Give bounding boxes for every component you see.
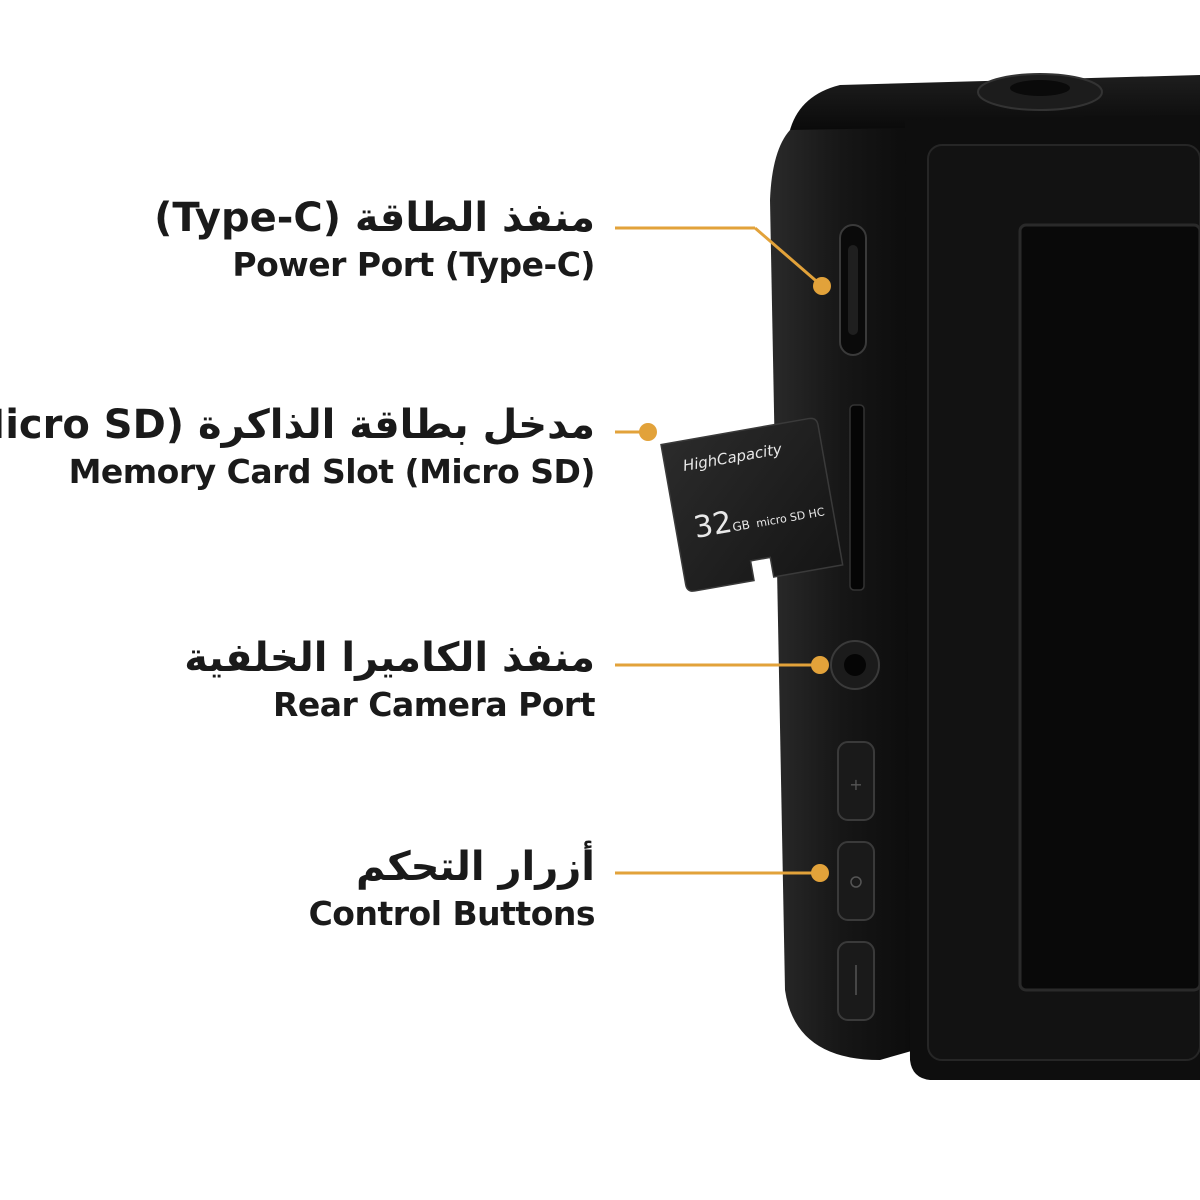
device-screen xyxy=(1018,223,1200,992)
label-control-buttons: أزرار التحكم Control Buttons xyxy=(308,842,596,936)
label-control-buttons-ar: أزرار التحكم xyxy=(356,844,595,890)
label-rear-camera-port-ar: منفذ الكاميرا الخلفية xyxy=(184,635,595,681)
label-memory-card-slot-ar: مدخل بطاقة الذاكرة (Micro SD xyxy=(0,402,595,448)
label-power-port-en: Power Port (Type-C) xyxy=(232,245,595,284)
label-memory-card-slot: مدخل بطاقة الذاكرة (Micro SD Memory Card… xyxy=(0,400,595,494)
callout-dot-controls xyxy=(811,864,829,882)
control-button-ok xyxy=(837,841,875,921)
sd-capacity-unit: GB xyxy=(731,518,751,535)
callout-rear-camera xyxy=(615,656,829,674)
control-button-up xyxy=(837,741,875,821)
sd-capacity-text: 32 xyxy=(691,505,735,546)
label-memory-card-slot-en: Memory Card Slot (Micro SD) xyxy=(68,452,596,491)
svg-text:+: + xyxy=(849,775,862,794)
callout-power xyxy=(615,226,831,295)
callout-controls xyxy=(615,864,829,882)
micro-sd-card xyxy=(660,417,844,592)
sd-card-slot xyxy=(849,404,865,591)
label-power-port-ar: منفذ الطاقة (Type-C) xyxy=(154,195,595,241)
callout-dot-power xyxy=(813,277,831,295)
label-power-port: منفذ الطاقة (Type-C) Power Port (Type-C) xyxy=(154,193,595,287)
label-control-buttons-en: Control Buttons xyxy=(308,894,596,933)
callout-dot-rear-camera xyxy=(811,656,829,674)
label-rear-camera-port-en: Rear Camera Port xyxy=(272,685,596,724)
callout-sd xyxy=(615,423,657,441)
device-side-panel xyxy=(770,128,915,1060)
label-rear-camera-port: منفذ الكاميرا الخلفية Rear Camera Port xyxy=(184,633,595,727)
callout-dot-sd xyxy=(639,423,657,441)
